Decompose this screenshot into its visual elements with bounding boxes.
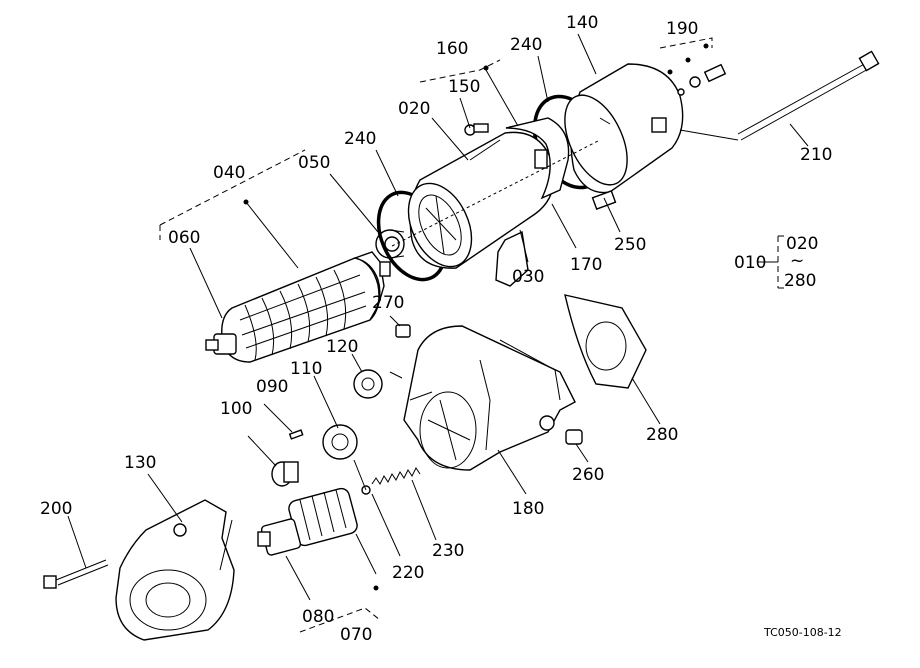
idle-gear-120 xyxy=(353,369,383,399)
retainer-100 xyxy=(271,461,299,487)
nut-260 xyxy=(565,429,583,445)
label-140: 140 xyxy=(566,13,598,33)
rear-cover-part xyxy=(564,63,684,194)
yoke-part xyxy=(407,117,570,287)
label-090: 090 xyxy=(256,377,288,397)
leader-lines xyxy=(67,33,809,601)
label-230: 230 xyxy=(432,541,464,561)
screw-set-190 xyxy=(677,63,727,96)
bolt-200 xyxy=(43,559,109,589)
label-280-range: 280 xyxy=(784,271,816,291)
nut-270 xyxy=(395,324,411,338)
label-020-range: 020 xyxy=(786,234,818,254)
pin-090 xyxy=(288,429,304,440)
axis-lines xyxy=(219,129,739,571)
label-150: 150 xyxy=(448,77,480,97)
label-240-front: 240 xyxy=(344,129,376,149)
label-020: 020 xyxy=(398,99,430,119)
label-240-rear: 240 xyxy=(510,35,542,55)
bracket-190 xyxy=(659,37,713,49)
label-250: 250 xyxy=(614,235,646,255)
label-270: 270 xyxy=(372,293,404,313)
label-160: 160 xyxy=(436,39,468,59)
through-bolt-210 xyxy=(737,50,880,141)
bracket-160 xyxy=(419,59,501,83)
label-060: 060 xyxy=(168,228,200,248)
label-070: 070 xyxy=(340,625,372,645)
brush-spring-150 xyxy=(464,123,489,136)
label-030: 030 xyxy=(512,267,544,287)
label-010: 010 xyxy=(734,253,766,273)
label-190: 190 xyxy=(666,19,698,39)
label-100: 100 xyxy=(220,399,252,419)
label-040: 040 xyxy=(213,163,245,183)
label-130: 130 xyxy=(124,453,156,473)
drawing-code: TC050-108-12 xyxy=(763,626,842,639)
label-220: 220 xyxy=(392,563,424,583)
gasket-280 xyxy=(564,294,647,389)
bracket-070 xyxy=(299,607,381,633)
spring-230 xyxy=(371,467,421,485)
label-050: 050 xyxy=(298,153,330,173)
gear-110 xyxy=(322,424,358,460)
drive-housing-part xyxy=(403,325,576,471)
label-110: 110 xyxy=(290,359,322,379)
label-range-tilde: ~ xyxy=(790,251,804,271)
shaft-090 xyxy=(409,391,433,401)
label-280: 280 xyxy=(646,425,678,445)
bracket-040 xyxy=(159,149,306,240)
label-180: 180 xyxy=(512,499,544,519)
label-170: 170 xyxy=(570,255,602,275)
label-120: 120 xyxy=(326,337,358,357)
bearing-part xyxy=(375,229,405,259)
label-260: 260 xyxy=(572,465,604,485)
label-080: 080 xyxy=(302,607,334,627)
label-210: 210 xyxy=(800,145,832,165)
armature-part xyxy=(205,251,391,363)
clutch-assembly-070 xyxy=(257,487,358,556)
group-dots xyxy=(243,43,709,591)
terminal-nut-250 xyxy=(591,190,617,210)
label-200: 200 xyxy=(40,499,72,519)
front-housing-130 xyxy=(115,499,235,641)
